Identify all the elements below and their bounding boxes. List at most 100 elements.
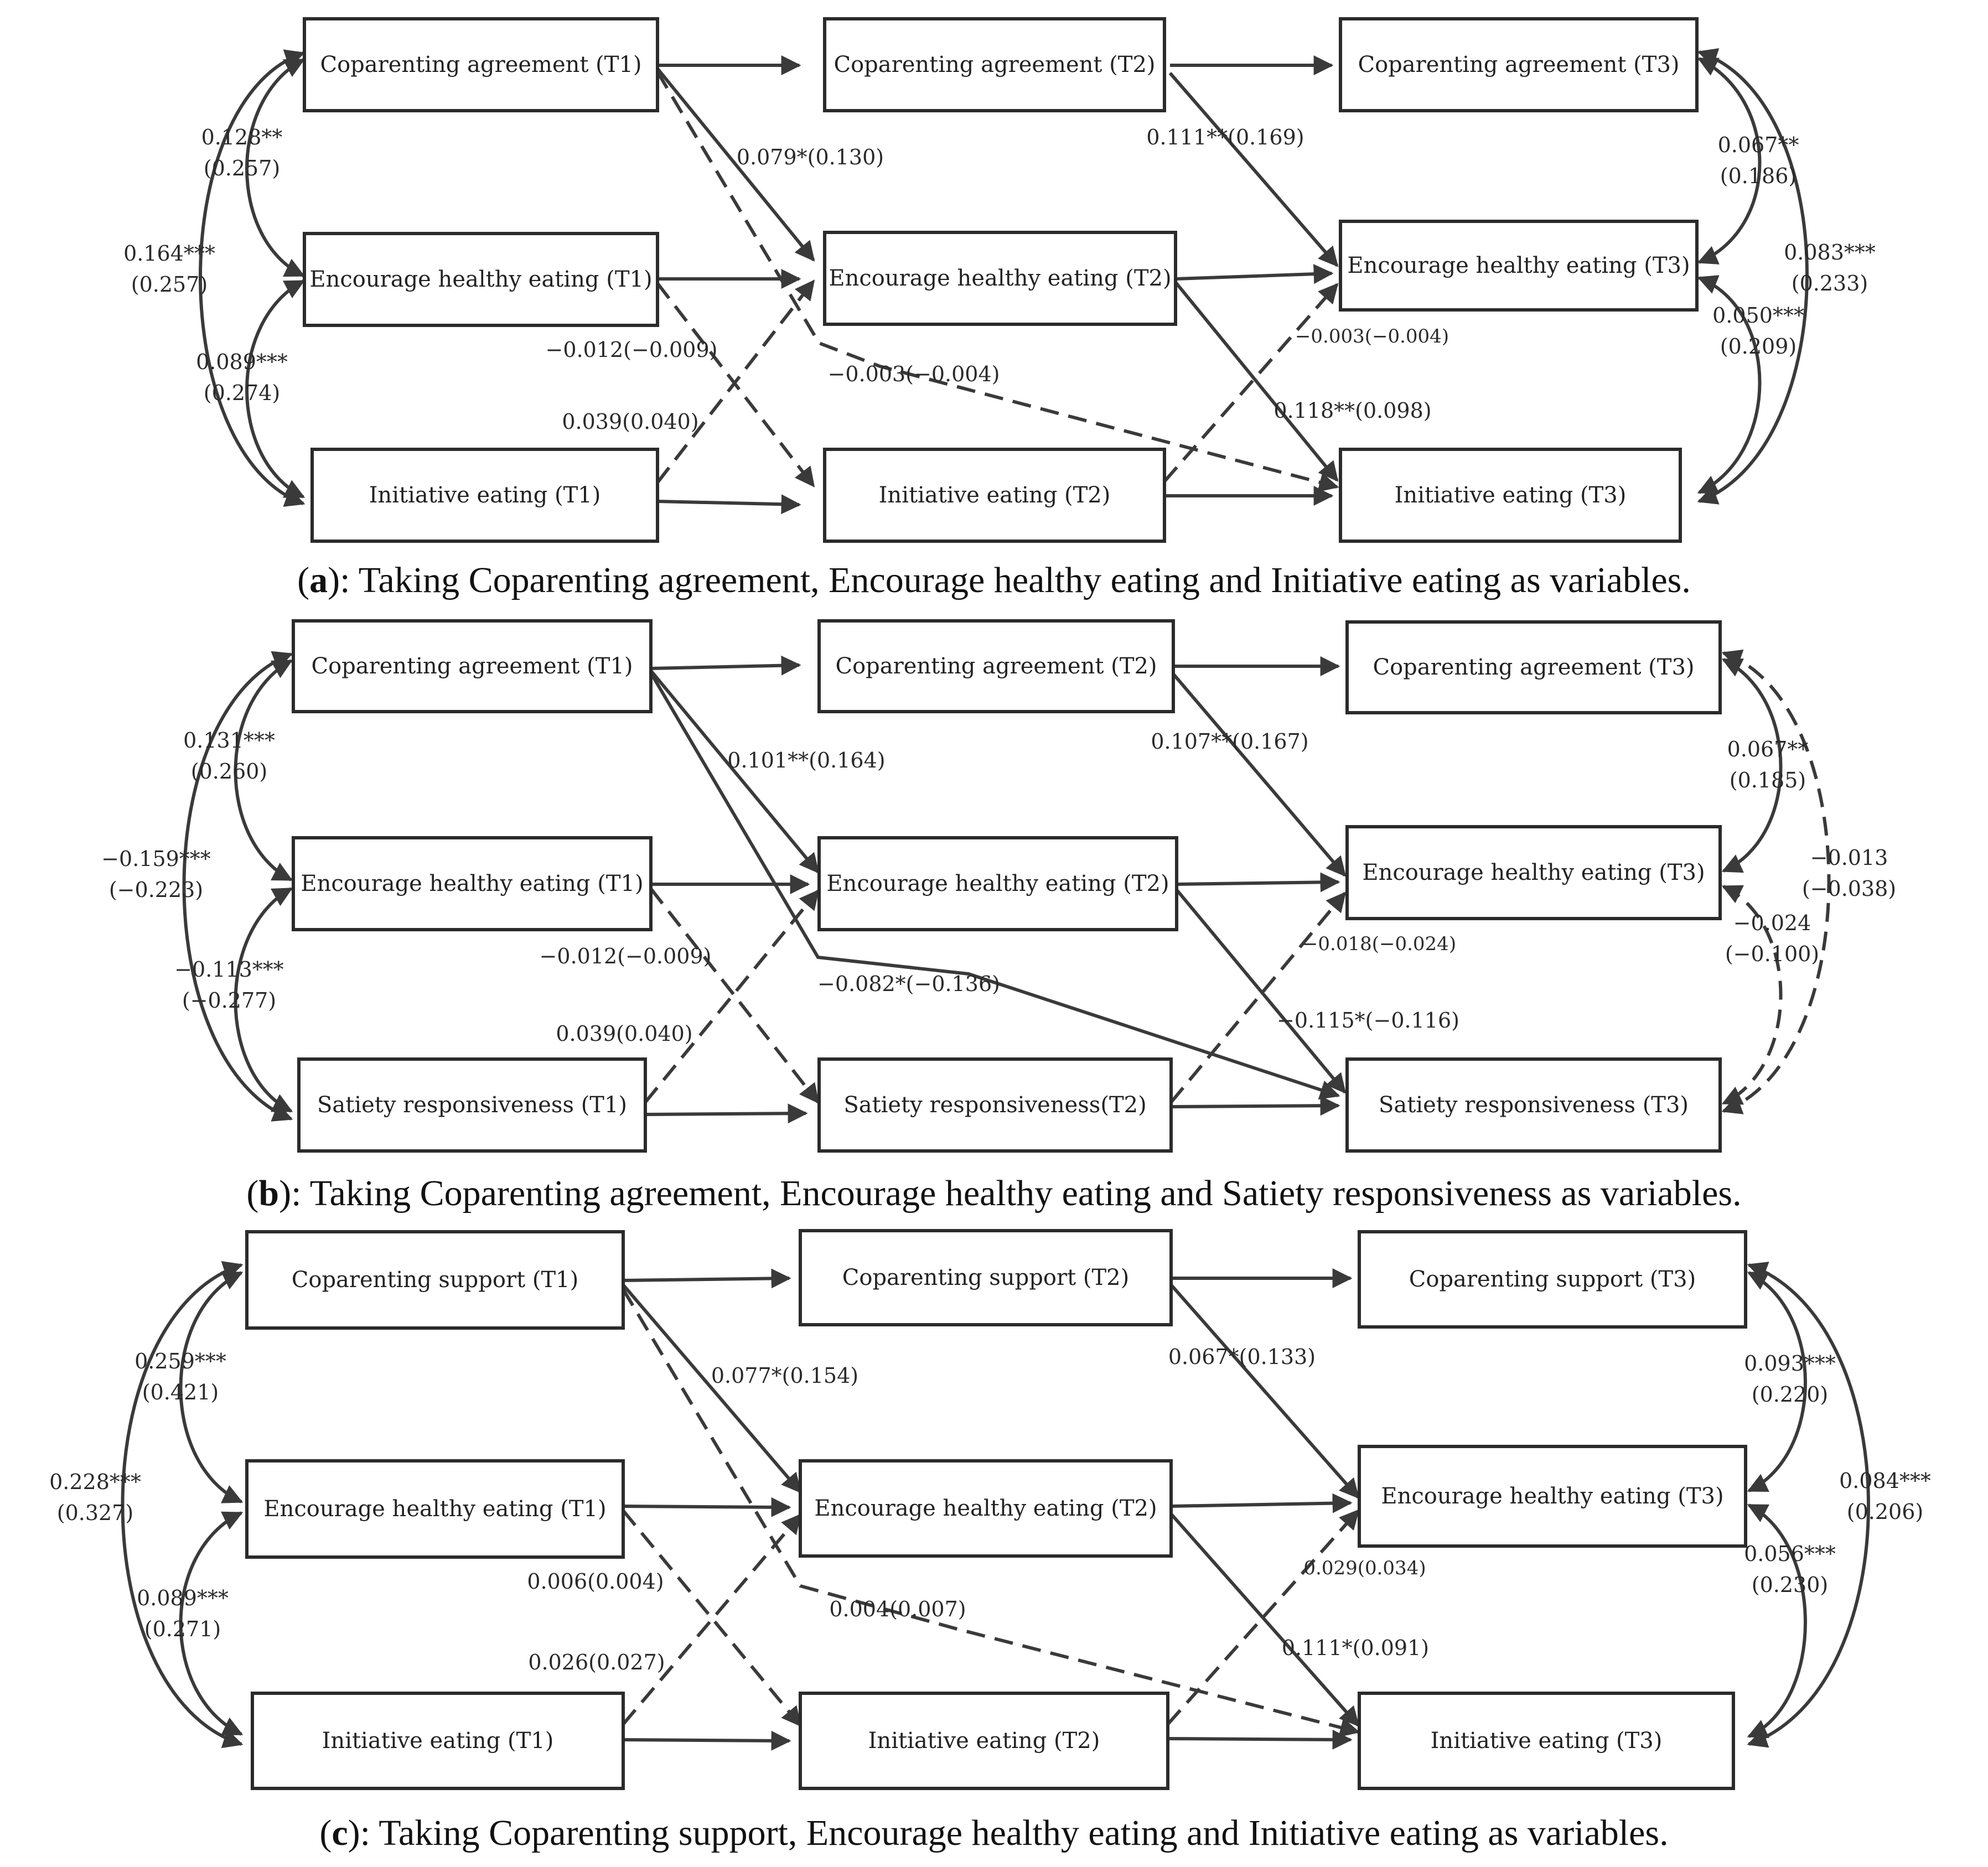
node-a-r2c2: Initiative eating (T3) (1339, 448, 1682, 543)
coef-label: (0.186) (1720, 164, 1797, 188)
coef-label: (0.230) (1752, 1573, 1828, 1597)
cov-t3-ehe-sr (1721, 885, 1783, 1105)
node-label: Encourage healthy eating (T1) (309, 267, 652, 292)
node-a-r0c2: Coparenting agreement (T3) (1339, 17, 1699, 112)
coef-label: −0.012(−0.009) (546, 338, 718, 362)
cov-t3-ca-ehe (1721, 658, 1783, 873)
arrow-cs-t1-t2 (623, 1268, 791, 1289)
caption-b: (b): Taking Coparenting agreement, Encou… (246, 1173, 1741, 1213)
node-c-r0c1: Coparenting support (T2) (799, 1229, 1173, 1326)
coef-label: −0.003(−0.004) (828, 362, 1000, 386)
node-c-r0c0: Coparenting support (T1) (245, 1230, 625, 1330)
cov-t1-ca-ie (199, 49, 306, 507)
coef-label: (0.209) (1720, 334, 1797, 359)
arrow-ie-t1-t2 (623, 1730, 791, 1751)
arrow-ca-t1-ehe-t2 (656, 68, 815, 262)
caption-letter: a (309, 560, 328, 600)
coef-label: (−0.277) (182, 988, 276, 1013)
coef-label: 0.004(0.007) (829, 1597, 966, 1621)
coef-label: −0.115*(−0.116) (1277, 1008, 1459, 1033)
coef-label: 0.128** (201, 125, 283, 149)
coef-label: (−0.223) (109, 878, 203, 902)
coef-label: 0.164*** (123, 241, 215, 266)
node-a-r2c1: Initiative eating (T2) (823, 448, 1166, 543)
coef-label: 0.029(0.034) (1303, 1557, 1426, 1579)
coef-label: 0.089*** (196, 350, 288, 374)
arrow-ehe-t1-ie-t2 (656, 282, 815, 488)
node-label: Encourage healthy eating (T2) (814, 1496, 1157, 1521)
panel-c: Coparenting support (T1) Coparenting sup… (49, 1229, 1931, 1853)
node-label: Encourage healthy eating (T2) (829, 266, 1171, 291)
coef-label: 0.111**(0.169) (1146, 125, 1304, 149)
node-a-r1c0: Encourage healthy eating (T1) (303, 232, 659, 327)
node-label: Encourage healthy eating (T2) (826, 871, 1169, 896)
coef-label: (0.185) (1730, 768, 1806, 792)
node-label: Initiative eating (T1) (369, 483, 601, 508)
arrow-ca-t2-ehe-t3 (1172, 673, 1347, 877)
arrow-cs-t1-ehe-t2 (622, 1284, 802, 1493)
coef-label: 0.093*** (1744, 1351, 1836, 1376)
node-a-r1c1: Encourage healthy eating (T2) (823, 231, 1177, 326)
node-label: Initiative eating (T3) (1431, 1728, 1663, 1754)
cov-t1-ca-ehe (234, 659, 293, 881)
coef-label: 0.039(0.040) (556, 1021, 692, 1046)
node-c-r0c2: Coparenting support (T3) (1358, 1230, 1747, 1329)
coef-label: 0.067** (1727, 737, 1809, 761)
coef-label: (0.327) (57, 1501, 133, 1525)
cov-t3-ehe-ie (1747, 1503, 1807, 1738)
coef-label: 0.079*(0.130) (737, 145, 884, 169)
node-b-r2c1: Satiety responsiveness(T2) (817, 1057, 1173, 1153)
node-c-r1c0: Encourage healthy eating (T1) (245, 1459, 625, 1559)
node-label: Coparenting support (T3) (1409, 1267, 1696, 1292)
node-label: Coparenting agreement (T3) (1373, 655, 1694, 680)
coef-label: 0.006(0.004) (527, 1569, 664, 1594)
coef-label: (−0.100) (1725, 942, 1819, 966)
arrow-ehe-t2-t3 (1175, 264, 1334, 284)
node-b-r0c0: Coparenting agreement (T1) (292, 619, 653, 713)
coef-label: 0.101**(0.164) (727, 748, 885, 772)
node-label: Encourage healthy eating (T3) (1347, 253, 1690, 278)
coef-label: 0.039(0.040) (562, 409, 698, 434)
arrow-ehe-t1-t2 (623, 1497, 791, 1517)
node-label: Initiative eating (T2) (868, 1728, 1100, 1754)
node-label: Coparenting agreement (T2) (835, 654, 1157, 679)
coef-label: −0.082*(−0.136) (817, 972, 1000, 996)
coef-label: 0.050*** (1712, 303, 1804, 328)
cov-t1-ehe-ie (245, 279, 306, 499)
coef-label: −0.159*** (101, 847, 211, 871)
node-c-r2c2: Initiative eating (T3) (1358, 1692, 1735, 1790)
coef-label: −0.024 (1733, 911, 1811, 935)
coef-label: 0.067*(0.133) (1168, 1345, 1316, 1369)
node-c-r2c1: Initiative eating (T2) (799, 1692, 1169, 1790)
node-c-r2c0: Initiative eating (T1) (251, 1692, 625, 1790)
caption-text: ): Taking Coparenting agreement, Encoura… (279, 1173, 1741, 1213)
cov-t3-ehe-ie (1697, 275, 1762, 494)
node-b-r1c0: Encourage healthy eating (T1) (292, 836, 653, 931)
coef-label: (0.260) (191, 759, 267, 784)
node-label: Initiative eating (T3) (1395, 483, 1627, 508)
coef-label: (0.257) (204, 156, 280, 180)
arrow-ie-t2-t3 (1167, 1729, 1353, 1750)
node-label: Initiative eating (T2) (879, 483, 1111, 508)
node-b-r2c0: Satiety responsiveness (T1) (297, 1057, 647, 1153)
node-label: Encourage healthy eating (T3) (1362, 860, 1705, 885)
coef-label: 0.228*** (49, 1470, 141, 1494)
caption-text: ): Taking Coparenting agreement, Encoura… (328, 560, 1691, 600)
node-label: Satiety responsiveness (T3) (1379, 1092, 1689, 1118)
arrow-ca-t1-sr-t3 (649, 672, 1340, 1100)
arrow-ca-t1-ehe-t2 (649, 670, 820, 874)
node-b-r0c2: Coparenting agreement (T3) (1345, 620, 1722, 714)
cov-t3-cs-ie (1747, 1262, 1870, 1748)
node-a-r0c1: Coparenting agreement (T2) (823, 17, 1166, 112)
node-label: Initiative eating (T1) (322, 1728, 554, 1754)
caption-letter: c (332, 1813, 348, 1853)
coef-label: 0.083*** (1784, 240, 1876, 265)
coef-label: (0.220) (1752, 1382, 1828, 1407)
node-b-r1c2: Encourage healthy eating (T3) (1345, 825, 1722, 920)
coef-label: 0.089*** (137, 1586, 229, 1610)
coef-label: 0.067** (1718, 133, 1799, 157)
node-label: Satiety responsiveness (T1) (317, 1092, 627, 1118)
arrow-ehe-t1-sr-t2 (649, 888, 820, 1104)
coef-label: (−0.038) (1802, 877, 1896, 901)
